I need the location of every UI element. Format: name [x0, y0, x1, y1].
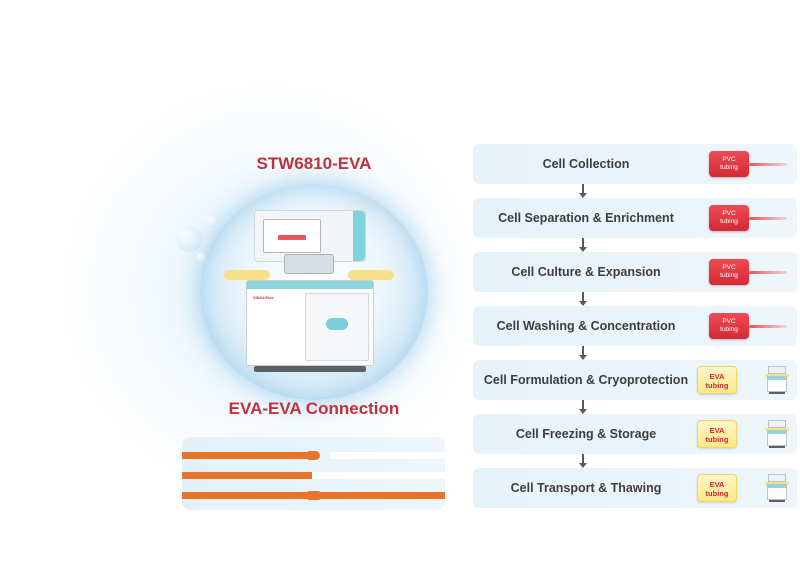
device-screen	[263, 219, 321, 253]
step-label: Cell Culture & Expansion	[511, 265, 661, 279]
bubble-decoration	[196, 252, 206, 262]
device-window	[326, 318, 348, 330]
down-arrow-icon	[579, 400, 587, 414]
pvc-tube-tail	[749, 163, 787, 166]
pvc-tube-tail	[749, 325, 787, 328]
device-base	[254, 366, 366, 372]
badge-line: EVA	[709, 480, 725, 489]
device-body: SINGLEtec	[246, 280, 374, 366]
down-arrow-icon	[579, 292, 587, 306]
product-title: STW6810-EVA	[256, 154, 372, 173]
mini-device-icon	[765, 418, 789, 450]
tubing-sample-panel	[182, 437, 445, 510]
mini-device-icon	[765, 472, 789, 504]
device-clamp	[284, 254, 334, 274]
device-door	[305, 293, 369, 361]
badge-line: tubing	[720, 326, 738, 333]
badge-line: tubing	[720, 272, 738, 279]
badge-line: tubing	[705, 435, 729, 444]
pvc-tube-tail	[749, 217, 787, 220]
badge-line: EVA	[709, 372, 725, 381]
connection-caption: EVA-EVA Connection	[228, 399, 400, 418]
device-illustration: SINGLEtec	[224, 208, 394, 376]
badge-line: PVC	[722, 318, 736, 325]
step-label: Cell Transport & Thawing	[510, 481, 662, 495]
down-arrow-icon	[579, 238, 587, 252]
device-tray	[224, 268, 394, 282]
step-label: Cell Collection	[542, 157, 630, 171]
badge-line: tubing	[720, 164, 738, 171]
down-arrow-icon	[579, 346, 587, 360]
bubble-decoration	[176, 226, 202, 252]
pvc-tube-tail	[749, 271, 787, 274]
mini-device-icon	[765, 364, 789, 396]
device-logo: SINGLEtec	[253, 295, 274, 300]
bubble-decoration	[205, 214, 219, 228]
step-label: Cell Separation & Enrichment	[498, 211, 674, 225]
badge-line: PVC	[722, 264, 736, 271]
step-label: Cell Washing & Concentration	[496, 319, 676, 333]
step-label: Cell Freezing & Storage	[515, 427, 657, 441]
badge-line: tubing	[720, 218, 738, 225]
badge-line: tubing	[705, 489, 729, 498]
badge-line: tubing	[705, 381, 729, 390]
down-arrow-icon	[579, 184, 587, 198]
step-label: Cell Formulation & Cryoprotection	[483, 373, 689, 387]
device-top-unit	[254, 210, 366, 262]
badge-line: EVA	[709, 426, 725, 435]
badge-line: PVC	[722, 156, 736, 163]
badge-line: PVC	[722, 210, 736, 217]
down-arrow-icon	[579, 454, 587, 468]
